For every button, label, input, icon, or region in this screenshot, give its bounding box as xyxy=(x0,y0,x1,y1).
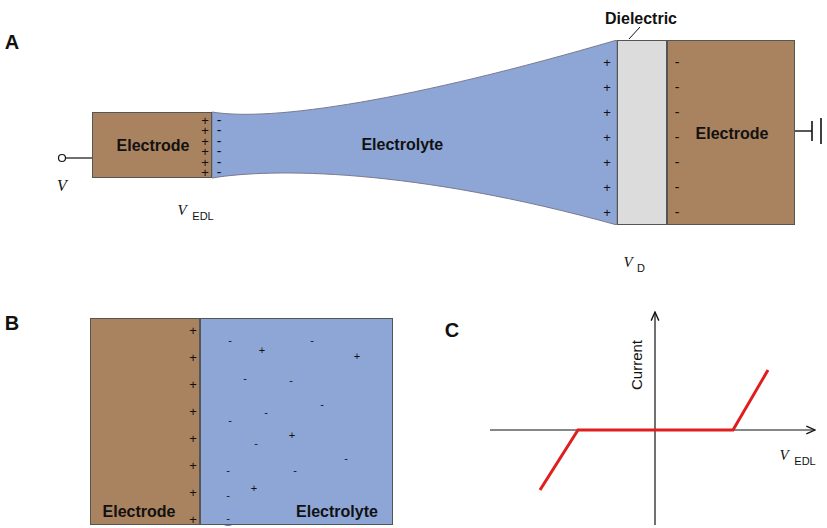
charge-sign: - xyxy=(675,130,680,144)
charge-sign: - xyxy=(675,155,680,169)
voltage-label: V xyxy=(623,255,632,270)
ion-charge: - xyxy=(264,407,268,418)
ion-charge: - xyxy=(320,399,324,410)
node-label: Electrode xyxy=(117,137,190,155)
node-label: Electrode xyxy=(696,125,769,143)
voltage-label: V xyxy=(57,178,67,194)
ground-symbol xyxy=(820,118,822,144)
panel-letter: A xyxy=(5,32,19,52)
ion-charge: + xyxy=(289,430,295,441)
dielectric-layer: Dielectric xyxy=(617,40,667,225)
ion-charge: - xyxy=(344,453,348,464)
charge-sign: + xyxy=(189,432,197,445)
charge-sign: - xyxy=(217,165,222,179)
charge-sign: + xyxy=(603,131,611,144)
charge-sign: + xyxy=(603,181,611,194)
charge-sign: - xyxy=(675,180,680,194)
charge-sign: + xyxy=(189,324,197,337)
voltage-label: V xyxy=(779,448,788,463)
ion-charge: - xyxy=(254,438,258,449)
voltage-label: EDL xyxy=(794,456,815,467)
charge-sign: + xyxy=(189,378,197,391)
ion-charge: - xyxy=(293,465,297,476)
voltage-label: EDL xyxy=(192,211,213,222)
ion-charge: - xyxy=(289,375,293,386)
panel-letter: C xyxy=(445,320,459,340)
ion-charge: - xyxy=(226,465,230,476)
voltage-label: D xyxy=(637,263,645,274)
terminal-wire xyxy=(66,157,92,158)
voltage-label: V xyxy=(177,203,186,218)
axis-label: Current xyxy=(629,340,644,390)
charge-sign: - xyxy=(675,80,680,94)
charge-sign: - xyxy=(675,105,680,119)
ion-charge: + xyxy=(259,345,265,356)
ion-charge: - xyxy=(310,335,314,346)
ion-charge: - xyxy=(228,335,232,346)
ground-wire xyxy=(795,130,812,131)
charge-sign: + xyxy=(603,106,611,119)
electrolyte-outline xyxy=(212,40,617,225)
panel-letter: B xyxy=(5,313,19,333)
charge-sign: + xyxy=(189,486,197,499)
node-label: Electrolyte xyxy=(361,136,443,154)
electrolyte-region: Electrolyte xyxy=(212,40,617,225)
ground-symbol xyxy=(811,121,813,141)
leader-line xyxy=(629,27,640,39)
ion-charge: + xyxy=(354,351,360,362)
node-label: Electrode xyxy=(103,503,176,521)
ion-charge: + xyxy=(251,483,257,494)
ion-charge: - xyxy=(228,415,232,426)
node-label: Electrolyte xyxy=(296,503,378,521)
electrode-block: Electrode xyxy=(90,318,200,525)
terminal xyxy=(59,155,66,162)
electrolyte-outline xyxy=(212,40,617,225)
charge-sign: + xyxy=(189,459,197,472)
charge-sign: + xyxy=(603,56,611,69)
charge-sign: + xyxy=(603,206,611,219)
charge-sign: - xyxy=(675,205,680,219)
charge-sign: + xyxy=(201,166,209,179)
ion-charge: - xyxy=(226,490,230,501)
iv-curve xyxy=(540,370,768,490)
ion-charge: - xyxy=(226,513,230,524)
charge-sign: + xyxy=(603,81,611,94)
charge-sign: + xyxy=(189,513,197,526)
charge-sign: - xyxy=(675,55,680,69)
electrode-block: Electrode xyxy=(667,40,795,225)
node-label: Dielectric xyxy=(605,10,677,28)
charge-sign: + xyxy=(189,405,197,418)
ion-charge: - xyxy=(243,373,247,384)
y-axis xyxy=(654,312,655,525)
electrode-block: Electrode xyxy=(92,112,212,178)
charge-sign: + xyxy=(603,156,611,169)
charge-sign: + xyxy=(189,351,197,364)
